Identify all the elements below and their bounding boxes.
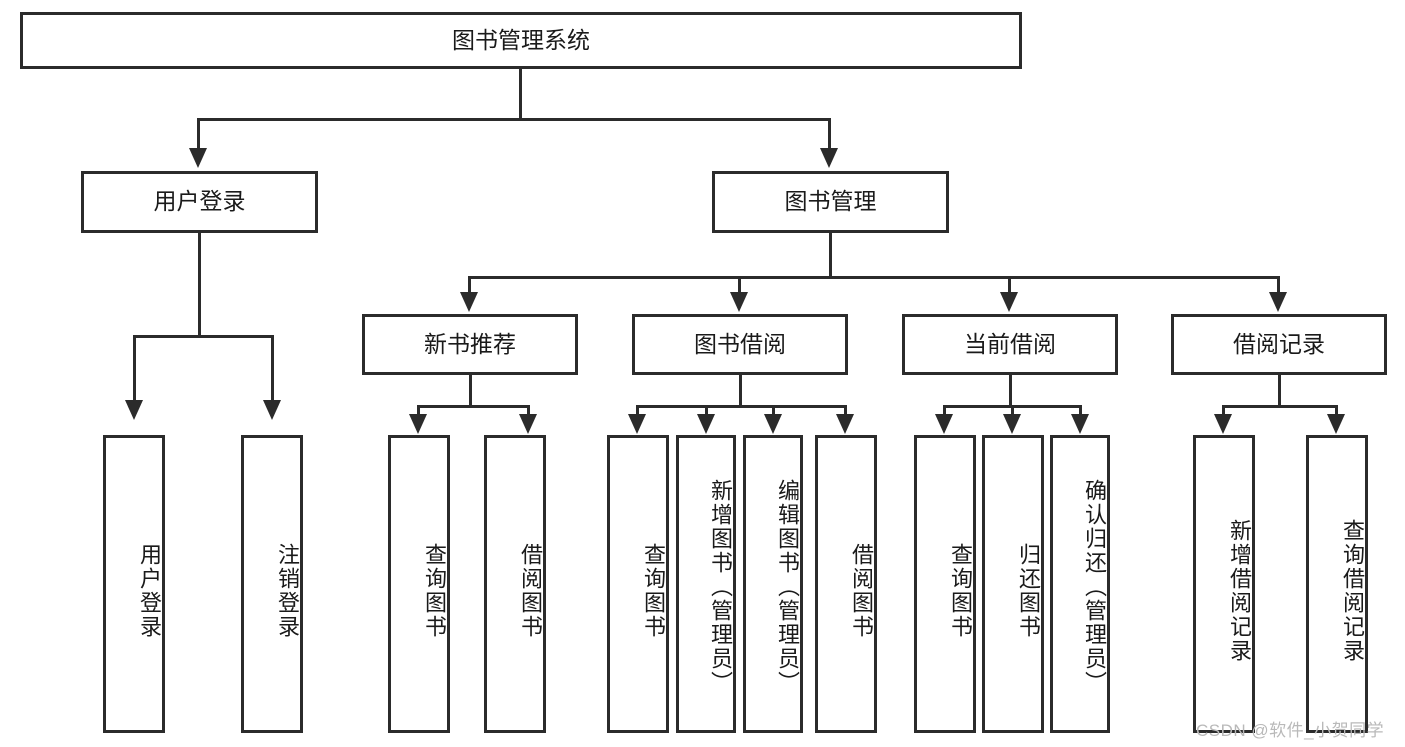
connector-nbr-drop-1 bbox=[417, 405, 420, 417]
connector-user-login-bar bbox=[133, 335, 274, 338]
node-label: 当前借阅 bbox=[964, 330, 1056, 357]
node-label: 借阅图书 bbox=[849, 543, 874, 639]
arrow-to-leaf-query-book-2 bbox=[628, 414, 646, 434]
node-leaf-add-record[interactable]: 新增借阅记录 bbox=[1193, 435, 1255, 733]
node-label: 图书管理 bbox=[784, 188, 877, 215]
connector-br-drop-1 bbox=[1222, 405, 1225, 417]
arrow-root-to-user-login bbox=[189, 148, 207, 168]
arrow-to-leaf-query-book-3 bbox=[935, 414, 953, 434]
connector-book-management-stem bbox=[829, 233, 832, 278]
connector-cb-stem bbox=[1009, 375, 1012, 407]
arrow-to-leaf-logout-login bbox=[263, 400, 281, 420]
connector-br-stem bbox=[1278, 375, 1281, 407]
connector-root-to-book-management bbox=[828, 118, 831, 150]
node-leaf-query-record[interactable]: 查询借阅记录 bbox=[1306, 435, 1368, 733]
arrow-to-new-book-recommend bbox=[460, 292, 478, 312]
connector-bm-drop-1 bbox=[468, 276, 471, 294]
node-new-book-recommend[interactable]: 新书推荐 bbox=[362, 314, 578, 375]
node-book-borrow[interactable]: 图书借阅 bbox=[632, 314, 848, 375]
node-label: 注销登录 bbox=[275, 543, 300, 639]
node-label: 编辑图书（管理员） bbox=[775, 479, 800, 695]
connector-br-drop-2 bbox=[1335, 405, 1338, 417]
node-label: 查询图书 bbox=[641, 543, 666, 639]
node-label: 查询借阅记录 bbox=[1340, 519, 1365, 663]
node-label: 用户登录 bbox=[153, 188, 246, 215]
node-label: 查询图书 bbox=[948, 543, 973, 639]
connector-root-bar bbox=[197, 118, 831, 121]
connector-cb-drop-2 bbox=[1011, 405, 1014, 417]
node-leaf-query-book-2[interactable]: 查询图书 bbox=[607, 435, 669, 733]
arrow-to-leaf-edit-book bbox=[764, 414, 782, 434]
node-current-borrow[interactable]: 当前借阅 bbox=[902, 314, 1118, 375]
arrow-to-borrow-record bbox=[1269, 292, 1287, 312]
connector-bb-bar bbox=[636, 405, 847, 408]
connector-user-login-drop-2 bbox=[271, 335, 274, 403]
node-user-login[interactable]: 用户登录 bbox=[81, 171, 318, 233]
connector-root-to-user-login bbox=[197, 118, 200, 150]
node-leaf-add-book[interactable]: 新增图书（管理员） bbox=[676, 435, 736, 733]
arrow-to-leaf-confirm-return bbox=[1071, 414, 1089, 434]
connector-bb-drop-2 bbox=[705, 405, 708, 417]
arrow-to-leaf-borrow-book-1 bbox=[519, 414, 537, 434]
connector-bb-drop-3 bbox=[772, 405, 775, 417]
connector-br-bar bbox=[1222, 405, 1338, 408]
arrow-to-leaf-add-book bbox=[697, 414, 715, 434]
node-label: 新书推荐 bbox=[424, 330, 516, 357]
node-book-management-system[interactable]: 图书管理系统 bbox=[20, 12, 1022, 69]
node-leaf-confirm-return[interactable]: 确认归还（管理员） bbox=[1050, 435, 1110, 733]
connector-bb-drop-1 bbox=[636, 405, 639, 417]
connector-user-login-drop-1 bbox=[133, 335, 136, 403]
arrow-to-leaf-return-book bbox=[1003, 414, 1021, 434]
connector-bb-stem bbox=[739, 375, 742, 407]
node-label: 借阅图书 bbox=[518, 543, 543, 639]
connector-bm-drop-4 bbox=[1277, 276, 1280, 294]
node-leaf-borrow-book-2[interactable]: 借阅图书 bbox=[815, 435, 877, 733]
arrow-root-to-book-management bbox=[820, 148, 838, 168]
connector-nbr-bar bbox=[417, 405, 530, 408]
node-label: 图书管理系统 bbox=[452, 26, 590, 53]
arrow-to-current-borrow bbox=[1000, 292, 1018, 312]
node-label: 图书借阅 bbox=[694, 330, 786, 357]
node-label: 确认归还（管理员） bbox=[1082, 479, 1107, 695]
node-leaf-return-book[interactable]: 归还图书 bbox=[982, 435, 1044, 733]
connector-nbr-drop-2 bbox=[527, 405, 530, 417]
node-leaf-query-book-1[interactable]: 查询图书 bbox=[388, 435, 450, 733]
connector-book-management-bar bbox=[468, 276, 1280, 279]
node-label: 查询图书 bbox=[422, 543, 447, 639]
connector-user-login-stem bbox=[198, 233, 201, 337]
connector-bb-drop-4 bbox=[844, 405, 847, 417]
arrow-to-leaf-query-book-1 bbox=[409, 414, 427, 434]
node-label: 归还图书 bbox=[1016, 543, 1041, 639]
node-label: 用户登录 bbox=[137, 543, 162, 639]
node-label: 新增图书（管理员） bbox=[708, 479, 733, 695]
arrow-to-book-borrow bbox=[730, 292, 748, 312]
connector-root-stem bbox=[519, 69, 522, 119]
node-leaf-logout-login[interactable]: 注销登录 bbox=[241, 435, 303, 733]
node-label: 借阅记录 bbox=[1233, 330, 1325, 357]
connector-cb-drop-3 bbox=[1079, 405, 1082, 417]
node-book-management[interactable]: 图书管理 bbox=[712, 171, 949, 233]
arrow-to-leaf-user-login bbox=[125, 400, 143, 420]
node-leaf-user-login[interactable]: 用户登录 bbox=[103, 435, 165, 733]
node-borrow-record[interactable]: 借阅记录 bbox=[1171, 314, 1387, 375]
connector-bm-drop-3 bbox=[1008, 276, 1011, 294]
node-leaf-borrow-book-1[interactable]: 借阅图书 bbox=[484, 435, 546, 733]
connector-cb-drop-1 bbox=[943, 405, 946, 417]
connector-nbr-stem bbox=[469, 375, 472, 407]
node-label: 新增借阅记录 bbox=[1227, 519, 1252, 663]
connector-bm-drop-2 bbox=[738, 276, 741, 294]
node-leaf-query-book-3[interactable]: 查询图书 bbox=[914, 435, 976, 733]
watermark-text: CSDN @软件_小贺同学 bbox=[1196, 721, 1385, 740]
node-leaf-edit-book[interactable]: 编辑图书（管理员） bbox=[743, 435, 803, 733]
arrow-to-leaf-add-record bbox=[1214, 414, 1232, 434]
arrow-to-leaf-borrow-book-2 bbox=[836, 414, 854, 434]
arrow-to-leaf-query-record bbox=[1327, 414, 1345, 434]
